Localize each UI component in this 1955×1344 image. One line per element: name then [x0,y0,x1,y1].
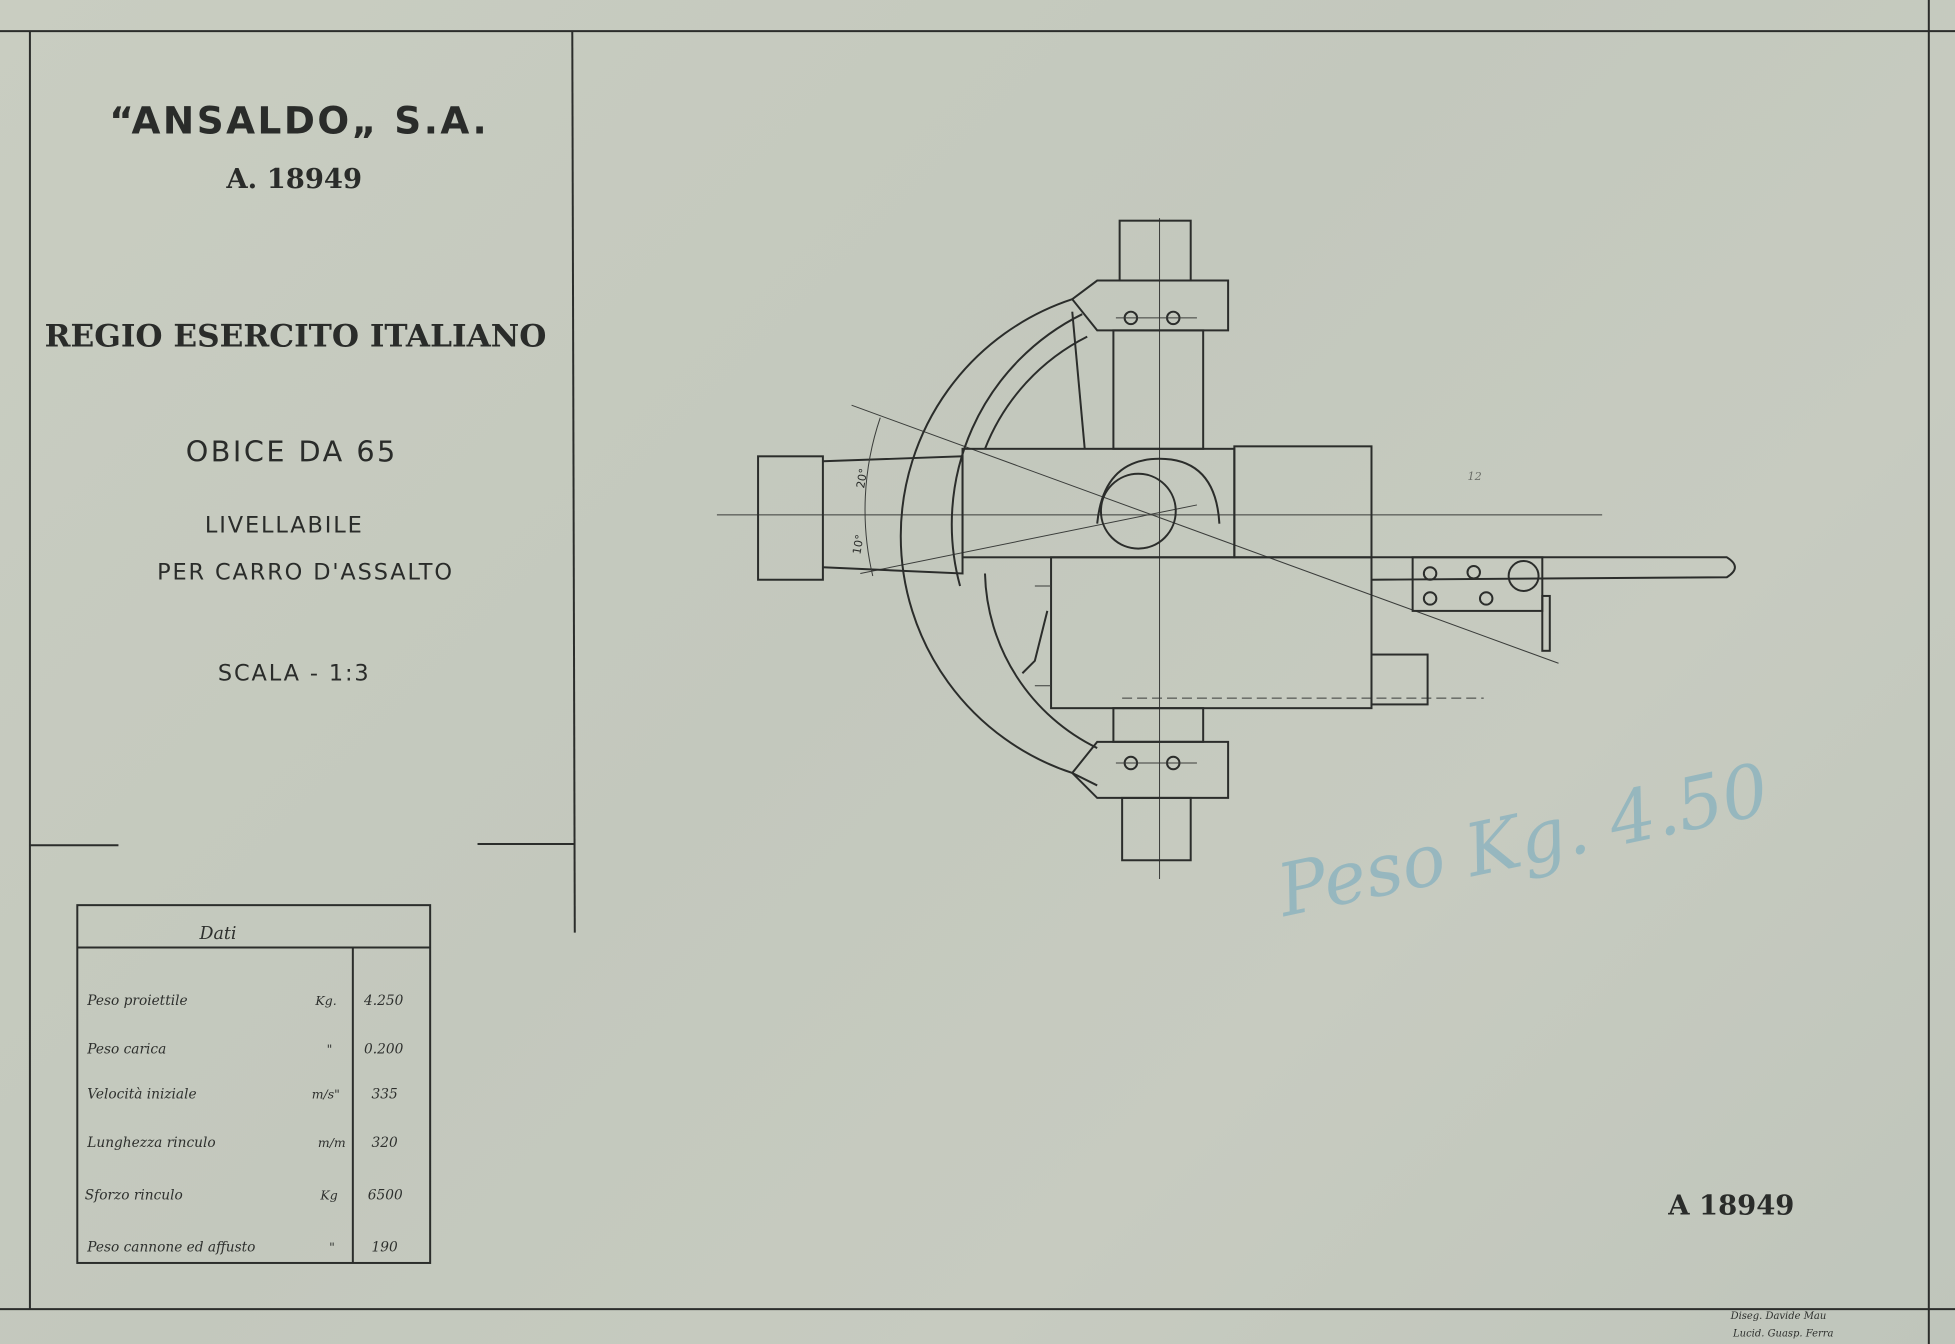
row-unit: m/s" [312,1086,340,1101]
row-value: 190 [372,1240,398,1256]
row-label: Sforzo rinculo [85,1187,183,1203]
row-unit: Kg. [314,993,336,1008]
footer-drawing-number: A 18949 [1667,1189,1794,1221]
table-row: Peso cannone ed affusto " 190 [86,1240,398,1256]
title-block: “ANSALDO„ S.A. A. 18949 REGIO ESERCITO I… [45,98,547,686]
row-value: 320 [372,1135,398,1151]
row-label: Lunghezza rinculo [86,1135,215,1151]
row-value: 4.250 [363,993,404,1009]
army-name: REGIO ESERCITO ITALIANO [45,319,547,355]
row-label: Peso proiettile [86,993,187,1009]
row-unit: m/m [318,1135,346,1150]
howitzer-drawing: 20° 10° 12 [716,218,1736,879]
subject-title: OBICE DA 65 [186,434,398,468]
row-value: 335 [372,1086,398,1102]
row-unit: " [329,1240,335,1255]
row-unit: " [327,1042,333,1057]
row-unit: Kg [319,1187,337,1202]
scale-label: SCALA - 1:3 [218,661,371,687]
data-table: Dati Peso proiettile Kg. 4.250 Peso cari… [76,904,432,1264]
margin-note: 12 [1467,470,1481,483]
subtitle-carro: PER CARRO D'ASSALTO [157,560,454,586]
table-header: Dati [198,924,236,944]
angle-down-label: 10° [850,533,866,555]
row-value: 6500 [368,1187,403,1203]
company-name: “ANSALDO„ S.A. [109,98,489,142]
title-drawing-number: A. 18949 [225,163,362,195]
table-row: Sforzo rinculo Kg 6500 [85,1187,403,1203]
angle-up-label: 20° [854,467,870,489]
signature-drafter: Diseg. Davide Mau [1730,1311,1827,1322]
row-label: Peso carica [86,1042,166,1058]
row-label: Peso cannone ed affusto [86,1240,255,1256]
row-value: 0.200 [364,1042,404,1058]
table-row: Peso carica " 0.200 [86,1042,403,1058]
pencil-weight-note: Peso Kg. 4.50 [1269,748,1777,934]
signature-block: Diseg. Davide Mau Lucid. Guasp. Ferra [1730,1311,1834,1339]
signature-tracer: Lucid. Guasp. Ferra [1732,1329,1833,1340]
table-row: Velocità iniziale m/s" 335 [87,1086,397,1102]
table-row: Peso proiettile Kg. 4.250 [86,993,403,1009]
subtitle-livellabile: LIVELLABILE [205,512,364,538]
row-label: Velocità iniziale [87,1086,196,1102]
table-row: Lunghezza rinculo m/m 320 [86,1135,398,1151]
